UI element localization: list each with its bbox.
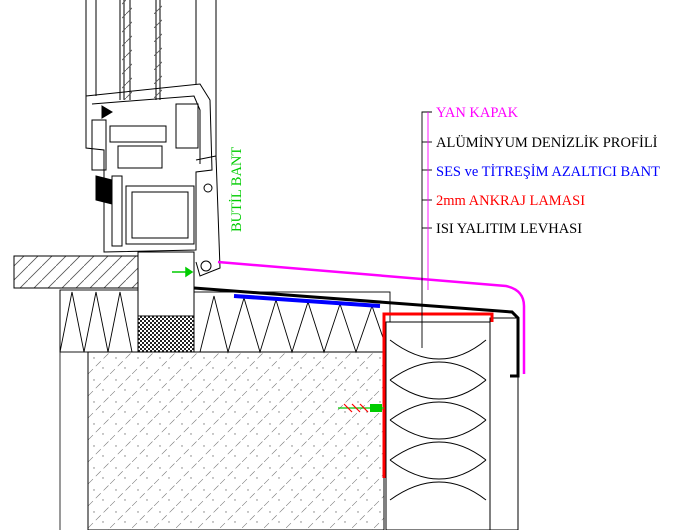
label-ses-bant: SES ve TİTREŞİM AZALTICI BANT: [436, 164, 660, 180]
label-ankraj: 2mm ANKRAJ LAMASI: [436, 193, 585, 209]
label-butil: BUTİL BANT: [229, 147, 245, 232]
butyl-arrow: [172, 266, 194, 278]
window-frame: [85, 0, 221, 277]
insulation-board: [385, 317, 519, 530]
label-aluminyum: ALÜMİNYUM DENİZLİK PROFİLİ: [436, 134, 658, 151]
anchor-dowel: [338, 403, 384, 413]
label-isi: ISI YALITIM LEVHASI: [436, 221, 582, 237]
leader-lines: [421, 111, 432, 348]
label-ankraj-prefix: 2mm: [436, 193, 469, 209]
anchor-lama-line: [382, 312, 494, 478]
end-cap-profile: [217, 260, 526, 374]
concrete-wall: [87, 351, 385, 530]
damping-band: [233, 294, 381, 308]
window-sill-stone: [13, 255, 139, 289]
label-yan-kapak: YAN KAPAK: [436, 105, 519, 121]
aluminium-sill-profile: [193, 286, 520, 378]
under-frame-block: [137, 251, 195, 317]
mesh-fill: [137, 315, 195, 353]
label-ses-rest: TİTREŞİM AZALTICI BANT: [482, 164, 660, 180]
label-ankraj-rest: ANKRAJ LAMASI: [469, 193, 586, 209]
label-ses-prefix: SES ve: [436, 164, 482, 180]
